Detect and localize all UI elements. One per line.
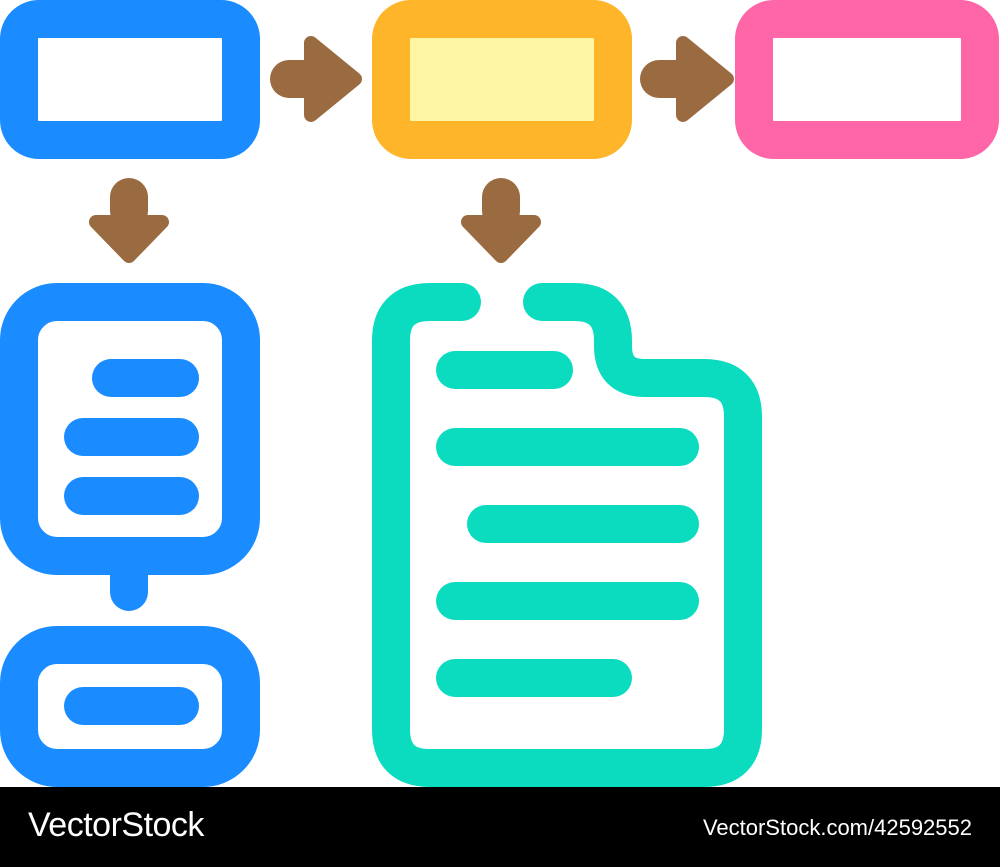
process-flow-illustration [0,0,999,787]
image-id-label: VectorStock.com/42592552 [702,815,972,840]
arrow-down-icon [89,178,169,263]
arrow-right-icon [270,36,362,122]
orange-box-top-middle [372,0,632,159]
text-lines-icon [64,359,199,515]
blue-box-top-left [0,0,260,159]
watermark-footer: VectorStock VectorStock.com/42592552 [0,787,1000,867]
brand-logo-text: VectorStock [28,806,204,844]
yellow-fill-top-middle [400,30,602,129]
arrow-down-icon [461,178,541,263]
pink-box-top-right [735,0,999,159]
document-icon [372,283,762,787]
document-text-lines [436,351,699,697]
blue-list-card [0,283,260,575]
blue-small-card [0,626,260,787]
arrow-right-icon [640,36,734,122]
